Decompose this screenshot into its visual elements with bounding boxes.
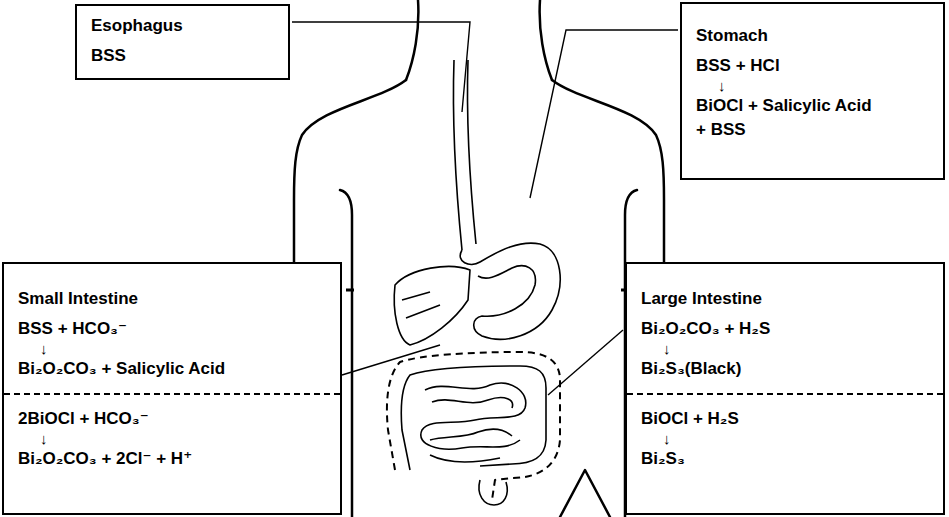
reaction-text: BSS: [91, 44, 276, 68]
dashed-divider: [627, 393, 943, 395]
reaction-arrow: ↓: [641, 431, 931, 447]
dashed-divider: [4, 393, 340, 395]
organ-heading: Small Intestine: [18, 287, 328, 311]
reaction-text: Bi₂O₂CO₃ + 2Cl⁻ + H⁺: [18, 447, 328, 471]
reaction-box: Large IntestineBi₂O₂CO₃ + H₂S↓Bi₂S₃(Blac…: [625, 262, 945, 515]
reaction-text: BSS + HCO₃⁻: [18, 317, 328, 341]
reaction-arrow: ↓: [18, 341, 328, 357]
organ-heading: Large Intestine: [641, 287, 931, 311]
reaction-text: 2BiOCl + HCO₃⁻: [18, 407, 328, 431]
reaction-arrow: ↓: [696, 78, 931, 94]
leader-line: [548, 330, 623, 395]
leader-line: [342, 345, 440, 375]
reaction-text: + BSS: [696, 118, 931, 142]
reaction-arrow: ↓: [641, 341, 931, 357]
reaction-text: BiOCl + H₂S: [641, 407, 931, 431]
reaction-box: StomachBSS + HCl↓BiOCl + Salicylic Acid+…: [680, 2, 945, 180]
organ-heading: Stomach: [696, 24, 931, 48]
reaction-box: EsophagusBSS: [75, 4, 290, 80]
reaction-box: Small IntestineBSS + HCO₃⁻↓Bi₂O₂CO₃ + Sa…: [2, 262, 342, 515]
reaction-text: Bi₂S₃: [641, 447, 931, 471]
reaction-text: Bi₂S₃(Black): [641, 357, 931, 381]
organ-heading: Esophagus: [91, 14, 276, 38]
reaction-text: Bi₂O₂CO₃ + Salicylic Acid: [18, 357, 328, 381]
reaction-text: Bi₂O₂CO₃ + H₂S: [641, 317, 931, 341]
reaction-arrow: ↓: [18, 431, 328, 447]
leader-line: [292, 22, 470, 112]
leader-line: [530, 30, 678, 198]
reaction-text: BSS + HCl: [696, 54, 931, 78]
reaction-text: BiOCl + Salicylic Acid: [696, 94, 931, 118]
